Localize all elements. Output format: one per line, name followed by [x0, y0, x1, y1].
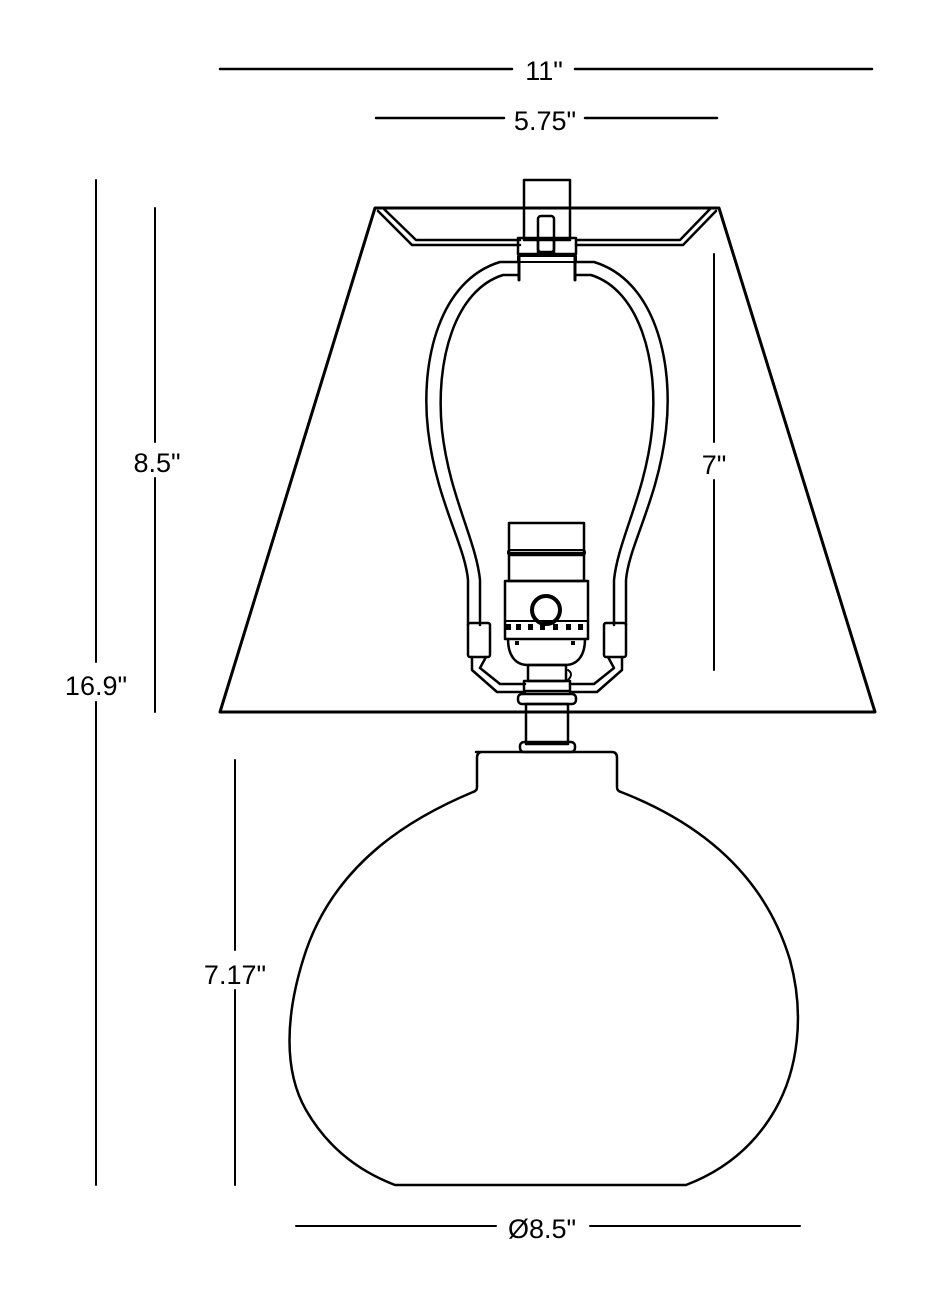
dimension-overall-height: 16.9"	[65, 179, 127, 1186]
label-harp-height: 7"	[702, 450, 727, 480]
label-base-diameter: Ø8.5"	[508, 1214, 576, 1244]
dimension-base-diameter: Ø8.5"	[295, 1214, 801, 1244]
harp	[425, 260, 669, 694]
dimension-shade-bottom-width: 11"	[218, 56, 874, 86]
dimension-shade-height: 8.5"	[133, 207, 181, 713]
label-shade-top-width: 5.75"	[514, 106, 576, 136]
label-shade-bottom-width: 11"	[525, 56, 563, 86]
finial	[516, 178, 578, 282]
socket-vent-row	[506, 624, 583, 630]
socket	[503, 521, 590, 706]
dimension-base-height: 7.17"	[204, 759, 266, 1186]
label-shade-height: 8.5"	[133, 448, 180, 478]
dimension-shade-top-width: 5.75"	[374, 106, 719, 136]
label-base-height: 7.17"	[204, 960, 266, 990]
lamp-shade	[218, 206, 877, 714]
lamp-base	[288, 750, 800, 1187]
dimension-harp-height: 7"	[702, 253, 727, 671]
label-overall-height: 16.9"	[65, 671, 127, 701]
